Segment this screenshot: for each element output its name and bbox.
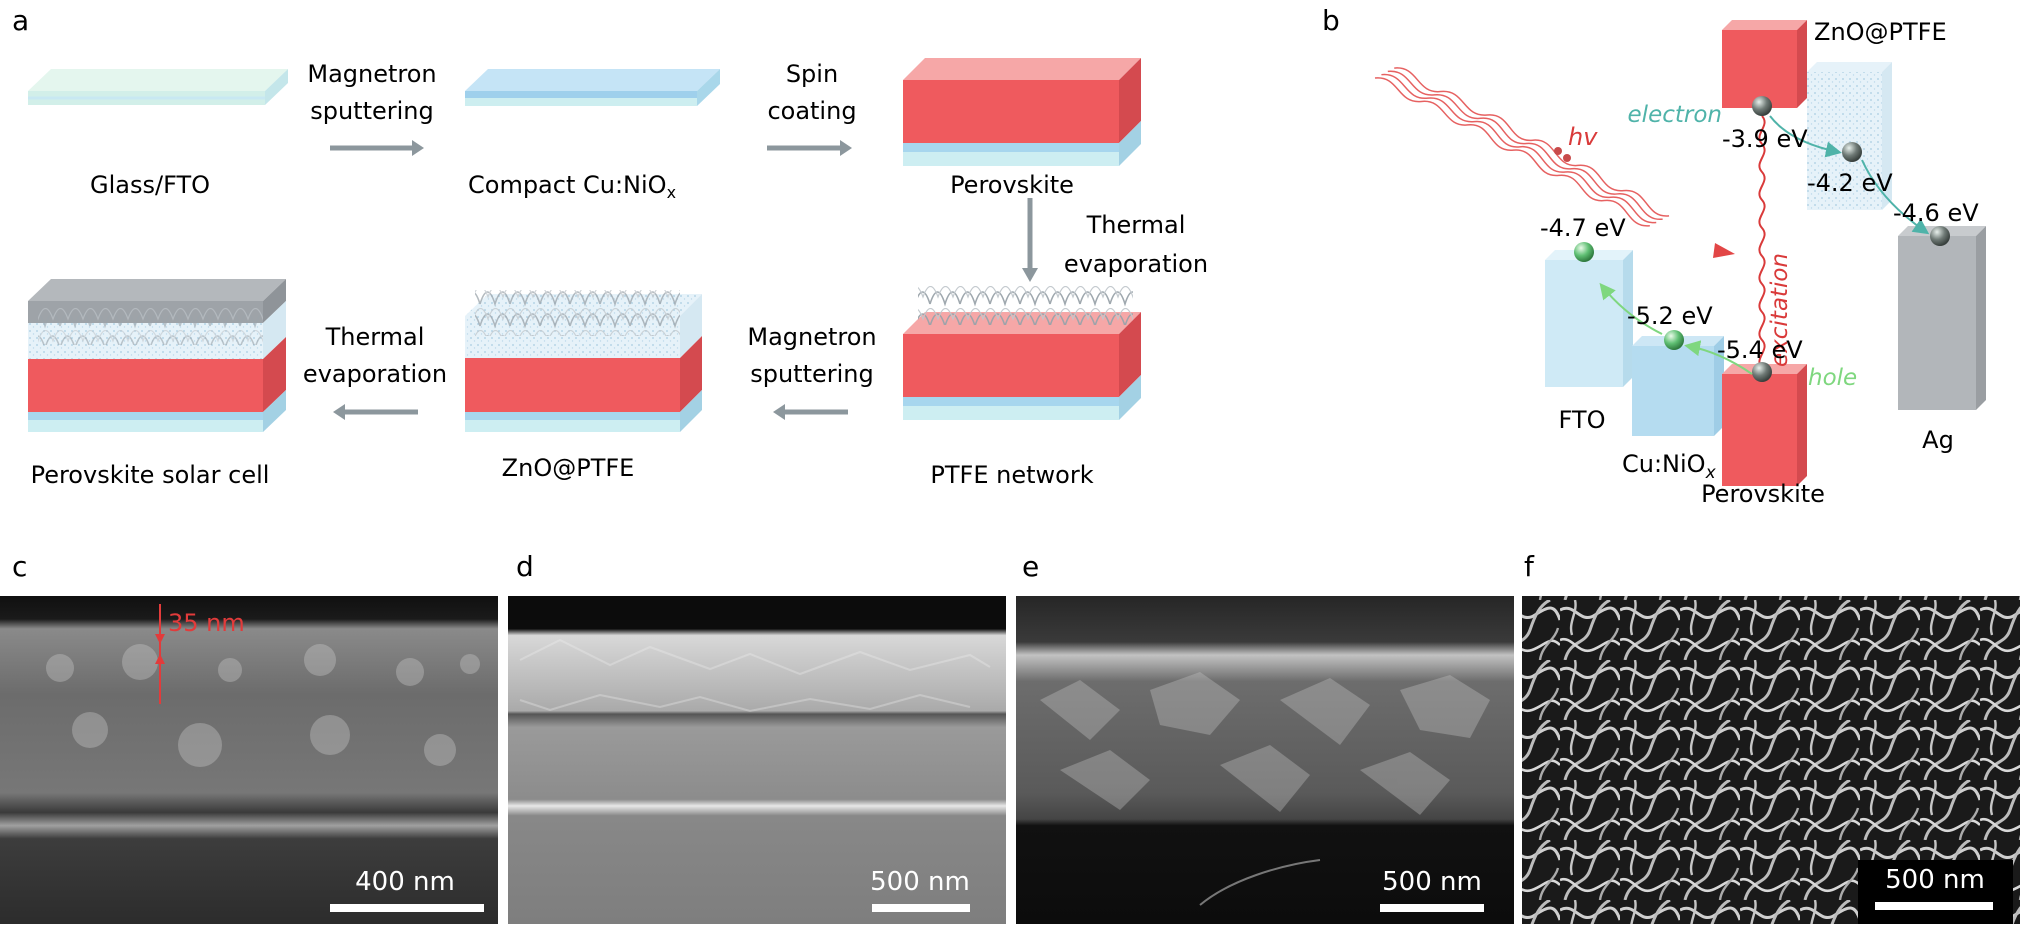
panel-d: d 500 nm	[508, 550, 1006, 924]
scale-bar-f	[1875, 902, 1993, 910]
process-evaporation-2: evaporation	[303, 360, 447, 388]
cunio-material-label: Cu:NiOx	[1622, 450, 1717, 483]
process-sputtering-1: sputtering	[310, 97, 434, 125]
cunio-block	[1632, 336, 1724, 436]
process-spin: Spin	[786, 60, 838, 88]
ag-block	[1898, 226, 1986, 410]
panel-e-label: e	[1022, 550, 1039, 583]
sem-image-e	[1016, 596, 1514, 924]
level-pk-cb: -3.9 eV	[1722, 125, 1808, 153]
excitation-wave	[1758, 115, 1766, 369]
perovskite-material-label: Perovskite	[1701, 480, 1825, 508]
sem-image-c	[0, 596, 498, 924]
electron-ball-ag	[1930, 226, 1950, 246]
process-magnetron-2: Magnetron	[747, 323, 876, 351]
light-wave	[1374, 67, 1670, 227]
process-magnetron-1: Magnetron	[307, 60, 436, 88]
electron-label: electron	[1628, 102, 1722, 128]
level-cunio: -5.2 eV	[1627, 302, 1713, 330]
panel-b-label: b	[1322, 4, 1340, 37]
perovskite-vb-block	[1722, 364, 1807, 486]
cunio-stack	[465, 69, 720, 106]
panel-a-label: a	[12, 4, 29, 37]
process-evaporation-1: evaporation	[1064, 250, 1208, 278]
thickness-annotation: 35 nm	[168, 609, 245, 637]
fto-block	[1545, 250, 1633, 387]
hv-label: hv	[1568, 123, 1598, 151]
scale-label-c: 400 nm	[355, 867, 455, 897]
scale-bar-e	[1380, 904, 1484, 912]
excitation-label: excitation	[1767, 253, 1793, 367]
scale-bar-d	[872, 904, 970, 912]
solar-cell-stack	[28, 279, 286, 432]
level-pk-vb: -5.4 eV	[1717, 336, 1803, 364]
perovskite-stack	[903, 58, 1141, 166]
panel-e: e 500 nm	[1016, 550, 1514, 924]
hole-label: hole	[1808, 365, 1857, 391]
scale-label-d: 500 nm	[870, 867, 970, 897]
process-thermal-1: Thermal	[1086, 211, 1186, 239]
glass-fto-stack	[28, 69, 288, 105]
hole-ball-fto	[1574, 242, 1594, 262]
sem-image-d	[508, 596, 1006, 924]
ptfe-stack	[903, 285, 1141, 420]
process-coating: coating	[767, 97, 856, 125]
charge-ball-pk-vb	[1752, 362, 1772, 382]
zno-ptfe-label: ZnO@PTFE	[502, 454, 635, 482]
panel-f-label: f	[1524, 550, 1535, 583]
level-ag: -4.6 eV	[1893, 199, 1979, 227]
level-zno-cb: -4.2 eV	[1807, 169, 1893, 197]
process-sputtering-2: sputtering	[750, 360, 874, 388]
panel-a: a Glass/FTO Magnetron sputtering Compact…	[12, 4, 1208, 489]
solar-cell-label: Perovskite solar cell	[31, 461, 270, 489]
panel-d-label: d	[516, 550, 534, 583]
perovskite-label: Perovskite	[950, 171, 1074, 199]
electron-ball-zno	[1842, 142, 1862, 162]
scale-label-f: 500 nm	[1885, 865, 1985, 895]
electron-ball-pk	[1752, 96, 1772, 116]
scale-bar-c	[330, 904, 484, 912]
cunio-label: Compact Cu:NiOx	[468, 171, 676, 202]
panel-f: f 500 nm	[1522, 550, 2020, 924]
zno-block	[1807, 62, 1892, 210]
fto-material-label: FTO	[1559, 406, 1606, 434]
zno-material-label: ZnO@PTFE	[1814, 18, 1947, 46]
process-thermal-2: Thermal	[325, 323, 425, 351]
zno-ptfe-stack	[465, 290, 702, 432]
panel-c-label: c	[12, 550, 27, 583]
hole-ball-cunio	[1664, 330, 1684, 350]
ptfe-label: PTFE network	[930, 461, 1093, 489]
perovskite-cb-block	[1722, 20, 1807, 108]
glass-fto-label: Glass/FTO	[90, 171, 210, 199]
scale-box-f	[1858, 860, 2013, 924]
panel-c: c 35 nm 400 nm	[0, 550, 498, 924]
light-arrow-head	[1713, 243, 1735, 258]
scale-label-e: 500 nm	[1382, 867, 1482, 897]
panel-b: b hv ZnO@PTFE FTO	[1322, 4, 1986, 508]
level-fto: -4.7 eV	[1540, 214, 1626, 242]
ag-material-label: Ag	[1922, 426, 1954, 454]
